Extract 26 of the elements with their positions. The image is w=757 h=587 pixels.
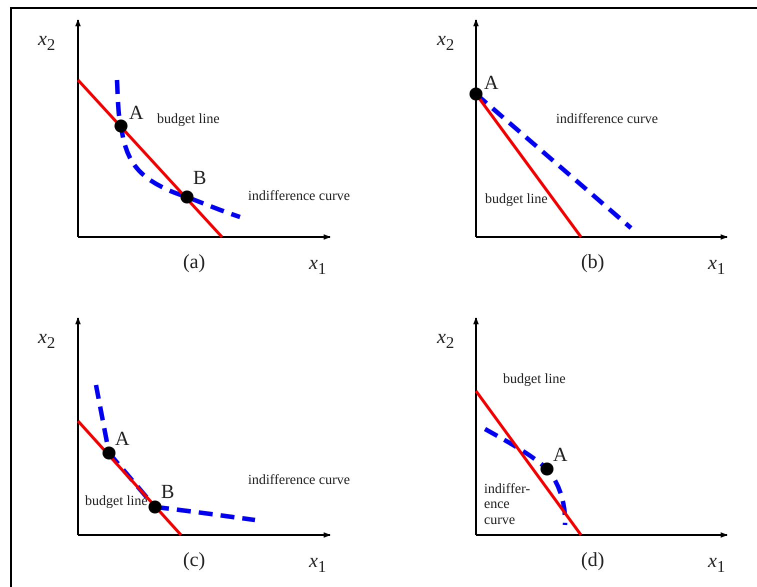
- axis-label: x$_{1}$: [309, 252, 326, 278]
- panel-label: (a): [183, 251, 206, 273]
- panel-label: (c): [183, 549, 206, 571]
- curve-label: indifference curve: [556, 112, 659, 128]
- point-label: A: [484, 72, 498, 94]
- point-label: A: [129, 102, 144, 124]
- point-label: B: [161, 481, 174, 503]
- axis-label: x$_{2}$: [38, 326, 56, 352]
- curve-label: indifference curve: [248, 473, 351, 488]
- panel-label: (d): [581, 549, 604, 571]
- curve-label: indifference curve: [248, 189, 351, 204]
- point-label: A: [553, 444, 568, 466]
- curve-label: budget line: [503, 372, 567, 388]
- point-label: A: [115, 428, 130, 450]
- point-label: B: [193, 167, 206, 189]
- curve-label: indiffer- ence curve: [484, 482, 532, 528]
- axis-label: x$_{1}$: [708, 252, 726, 278]
- axis-label: x$_{2}$: [437, 28, 454, 54]
- axis-label: x$_{2}$: [437, 326, 454, 352]
- curve-label: budget line: [485, 192, 549, 208]
- panel-label: (b): [581, 251, 604, 273]
- axis-label: x$_{2}$: [38, 28, 56, 54]
- axis-label: x$_{1}$: [309, 550, 326, 576]
- axis-label: x$_{1}$: [708, 550, 726, 576]
- curve-label: budget line: [157, 112, 221, 128]
- curve-label: budget line: [85, 494, 149, 510]
